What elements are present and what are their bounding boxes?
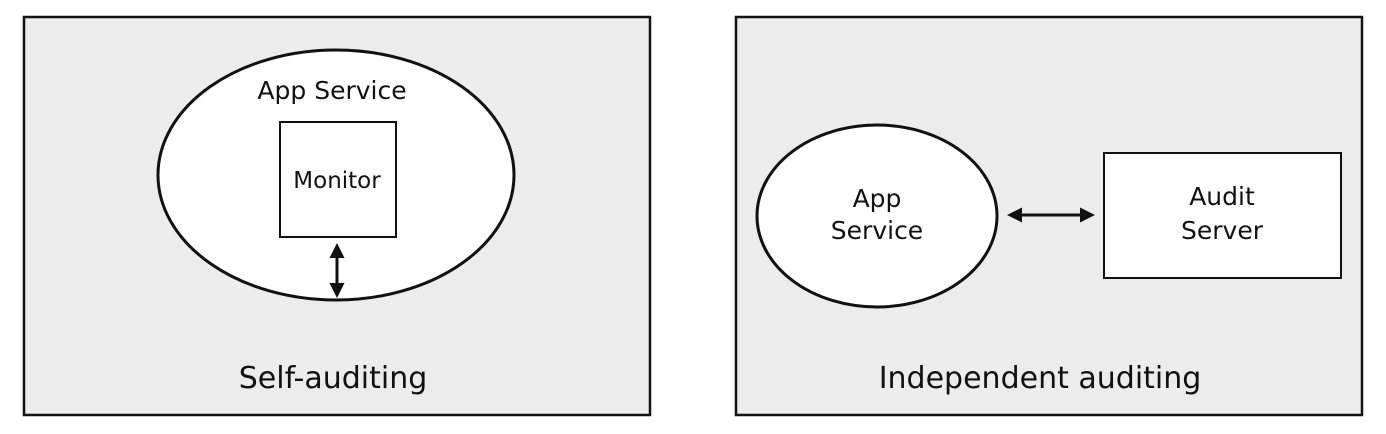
app-service-label: App Service: [257, 76, 406, 105]
monitor-box: [279, 121, 397, 238]
audit-server-box: [1103, 152, 1342, 279]
audit-server-label-line1: Audit: [1189, 182, 1255, 211]
left-panel: App Service Monitor Self-auditing: [22, 15, 652, 417]
monitor-label: Monitor: [293, 168, 381, 194]
right-panel: App Service Audit Server Independent aud…: [734, 15, 1364, 417]
independent-auditing-caption: Independent auditing: [879, 361, 1202, 396]
app-service-ellipse-right: [755, 123, 999, 309]
audit-server-label-line2: Server: [1181, 216, 1264, 245]
self-auditing-caption: Self-auditing: [239, 361, 428, 396]
app-service-label-line1: App: [853, 184, 902, 213]
app-service-label-line2: Service: [831, 216, 923, 245]
